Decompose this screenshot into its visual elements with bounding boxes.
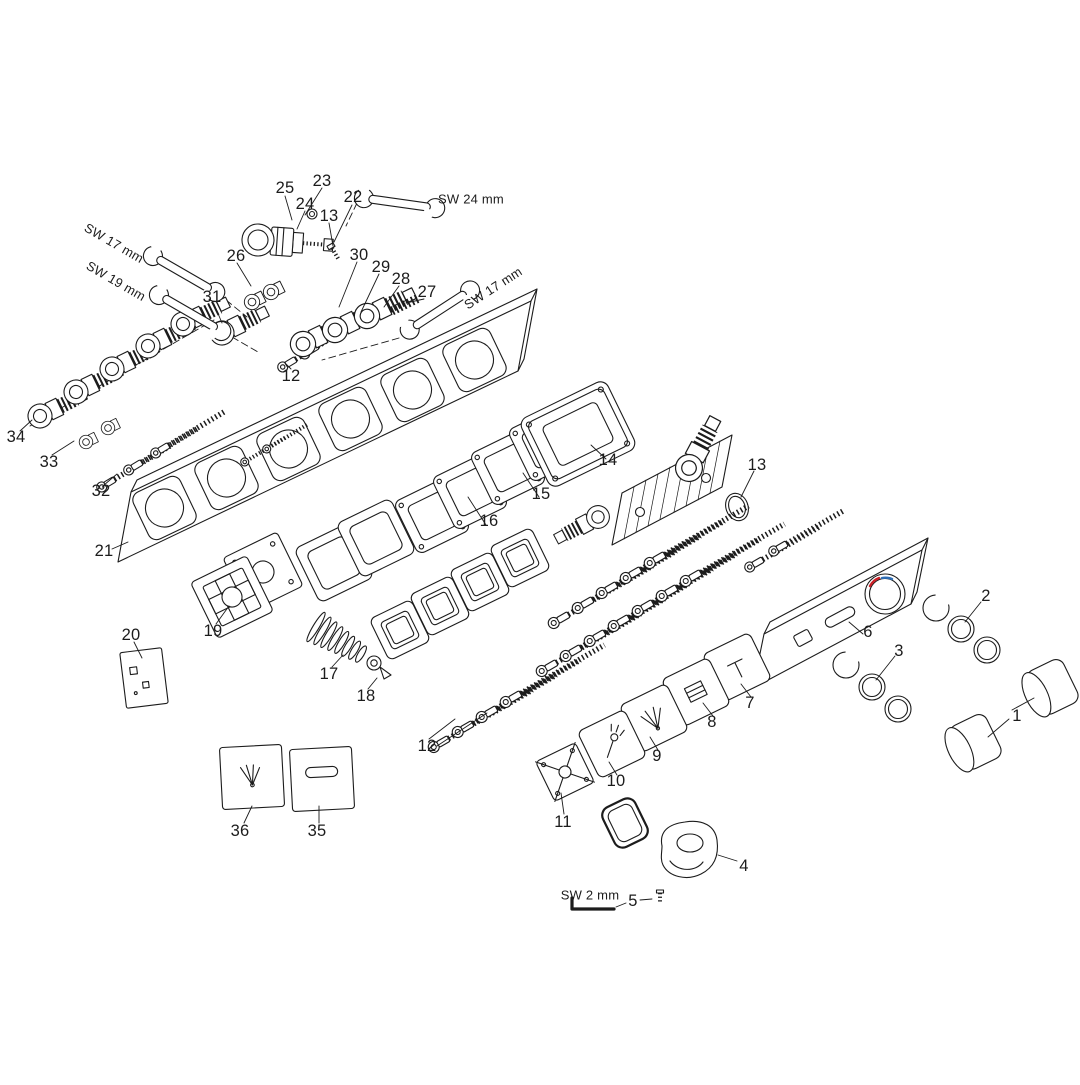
cartridge-parts	[206, 280, 420, 374]
valve-manifold	[551, 412, 732, 549]
module-10-icon	[606, 723, 625, 758]
set-screw-13	[326, 242, 341, 262]
slot-icon	[305, 765, 339, 779]
function-modules	[578, 633, 771, 778]
spacer-plate-20	[119, 647, 169, 709]
grub-screw-5	[655, 889, 665, 903]
spray-icon	[239, 764, 261, 788]
fan-unit-11	[535, 742, 649, 849]
o-ring-set-3	[832, 651, 912, 723]
pictogram-plate-35	[289, 746, 355, 812]
sealing-plate-14	[520, 381, 636, 487]
thermostat-cartridge	[241, 223, 334, 257]
handle-knob-a	[1021, 659, 1079, 718]
thermostat-dial	[864, 573, 906, 615]
handles	[944, 659, 1079, 773]
nipple-18	[366, 655, 392, 680]
cartridge-ring-23	[306, 208, 318, 220]
leader-lines	[19, 187, 1035, 908]
module-8-icon	[683, 680, 708, 703]
wrench-sw24-icon	[352, 180, 448, 223]
pictogram-plate-36	[219, 744, 285, 810]
module-9-icon	[640, 706, 661, 731]
gasket-plate-19	[191, 532, 303, 638]
module-7-icon	[727, 658, 743, 678]
valve-cartridge-a	[551, 502, 614, 550]
o-ring-13	[725, 492, 749, 522]
trim-plate	[752, 537, 929, 689]
allen-key	[570, 896, 616, 911]
shower-holder	[660, 820, 719, 878]
o-ring-set-2	[922, 594, 1001, 664]
handle-knob-b	[944, 714, 1002, 773]
module-10	[578, 710, 646, 778]
spring-27	[390, 293, 421, 316]
ribbed-extension-17	[306, 611, 367, 663]
